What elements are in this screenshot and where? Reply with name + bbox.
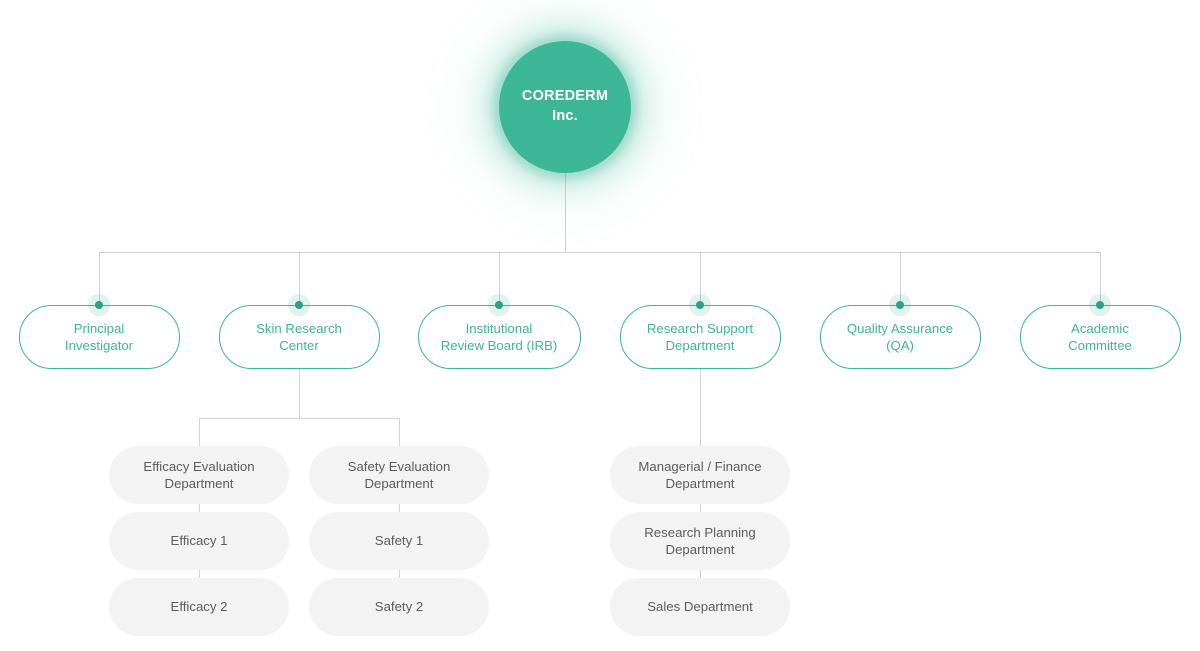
node-efficacy-2[interactable]: Efficacy 2 [109, 578, 289, 636]
row-connector-safety-2 [399, 570, 400, 578]
connector-dot-principal-investigator [95, 301, 103, 309]
drop-connector-research-support-department [700, 252, 701, 305]
level2-bus-line [99, 252, 1100, 253]
node-label-quality-assurance: Quality Assurance (QA) [846, 320, 954, 353]
node-label-sales-department: Sales Department [647, 599, 753, 615]
node-label-safety-evaluation-department: Safety Evaluation Department [347, 458, 451, 491]
row-connector-efficacy-1 [199, 504, 200, 512]
row-connector-research-planning-department [700, 504, 701, 512]
node-safety-1[interactable]: Safety 1 [309, 512, 489, 570]
root-node-corederm[interactable]: COREDERM Inc. [499, 41, 631, 173]
node-principal-investigator[interactable]: Principal Investigator [18, 305, 180, 369]
drop-connector-academic-committee [1100, 252, 1101, 305]
node-safety-evaluation-department[interactable]: Safety Evaluation Department [309, 446, 489, 504]
connector-dot-quality-assurance [896, 301, 904, 309]
node-efficacy-1[interactable]: Efficacy 1 [109, 512, 289, 570]
node-research-planning-department[interactable]: Research Planning Department [610, 512, 790, 570]
node-label-efficacy-evaluation-department: Efficacy Evaluation Department [143, 458, 255, 491]
root-node-label: COREDERM Inc. [521, 88, 609, 124]
node-safety-2[interactable]: Safety 2 [309, 578, 489, 636]
node-label-principal-investigator: Principal Investigator [64, 320, 134, 353]
connector-dot-research-support-department [696, 301, 704, 309]
branch-drop-efficacy-column [199, 418, 200, 446]
node-quality-assurance[interactable]: Quality Assurance (QA) [819, 305, 981, 369]
branch-bus-skin-research-center [199, 418, 399, 419]
node-skin-research-center[interactable]: Skin Research Center [218, 305, 380, 369]
row-connector-safety-1 [399, 504, 400, 512]
connector-dot-skin-research-center [295, 301, 303, 309]
branch-connector-research-support-department [700, 369, 701, 446]
node-label-safety-2: Safety 2 [374, 599, 424, 615]
drop-connector-institutional-review-board [499, 252, 500, 305]
node-efficacy-evaluation-department[interactable]: Efficacy Evaluation Department [109, 446, 289, 504]
node-label-research-support-department: Research Support Department [646, 320, 754, 353]
node-managerial-finance-department[interactable]: Managerial / Finance Department [610, 446, 790, 504]
row-connector-sales-department [700, 570, 701, 578]
node-label-skin-research-center: Skin Research Center [256, 320, 342, 353]
node-sales-department[interactable]: Sales Department [610, 578, 790, 636]
node-label-institutional-review-board: Institutional Review Board (IRB) [440, 320, 558, 353]
branch-drop-safety-column [399, 418, 400, 446]
drop-connector-quality-assurance [900, 252, 901, 305]
node-label-safety-1: Safety 1 [374, 533, 424, 549]
node-label-managerial-finance-department: Managerial / Finance Department [638, 458, 762, 491]
node-label-academic-committee: Academic Committee [1068, 320, 1132, 353]
connector-dot-academic-committee [1096, 301, 1104, 309]
node-label-efficacy-2: Efficacy 2 [170, 599, 228, 615]
drop-connector-principal-investigator [99, 252, 100, 305]
branch-stem-skin-research-center [299, 369, 300, 418]
node-label-research-planning-department: Research Planning Department [644, 524, 756, 557]
trunk-connector [565, 173, 566, 252]
drop-connector-skin-research-center [299, 252, 300, 305]
node-research-support-department[interactable]: Research Support Department [619, 305, 781, 369]
node-academic-committee[interactable]: Academic Committee [1019, 305, 1181, 369]
node-institutional-review-board[interactable]: Institutional Review Board (IRB) [417, 305, 581, 369]
node-label-efficacy-1: Efficacy 1 [170, 533, 228, 549]
connector-dot-institutional-review-board [495, 301, 503, 309]
row-connector-efficacy-2 [199, 570, 200, 578]
